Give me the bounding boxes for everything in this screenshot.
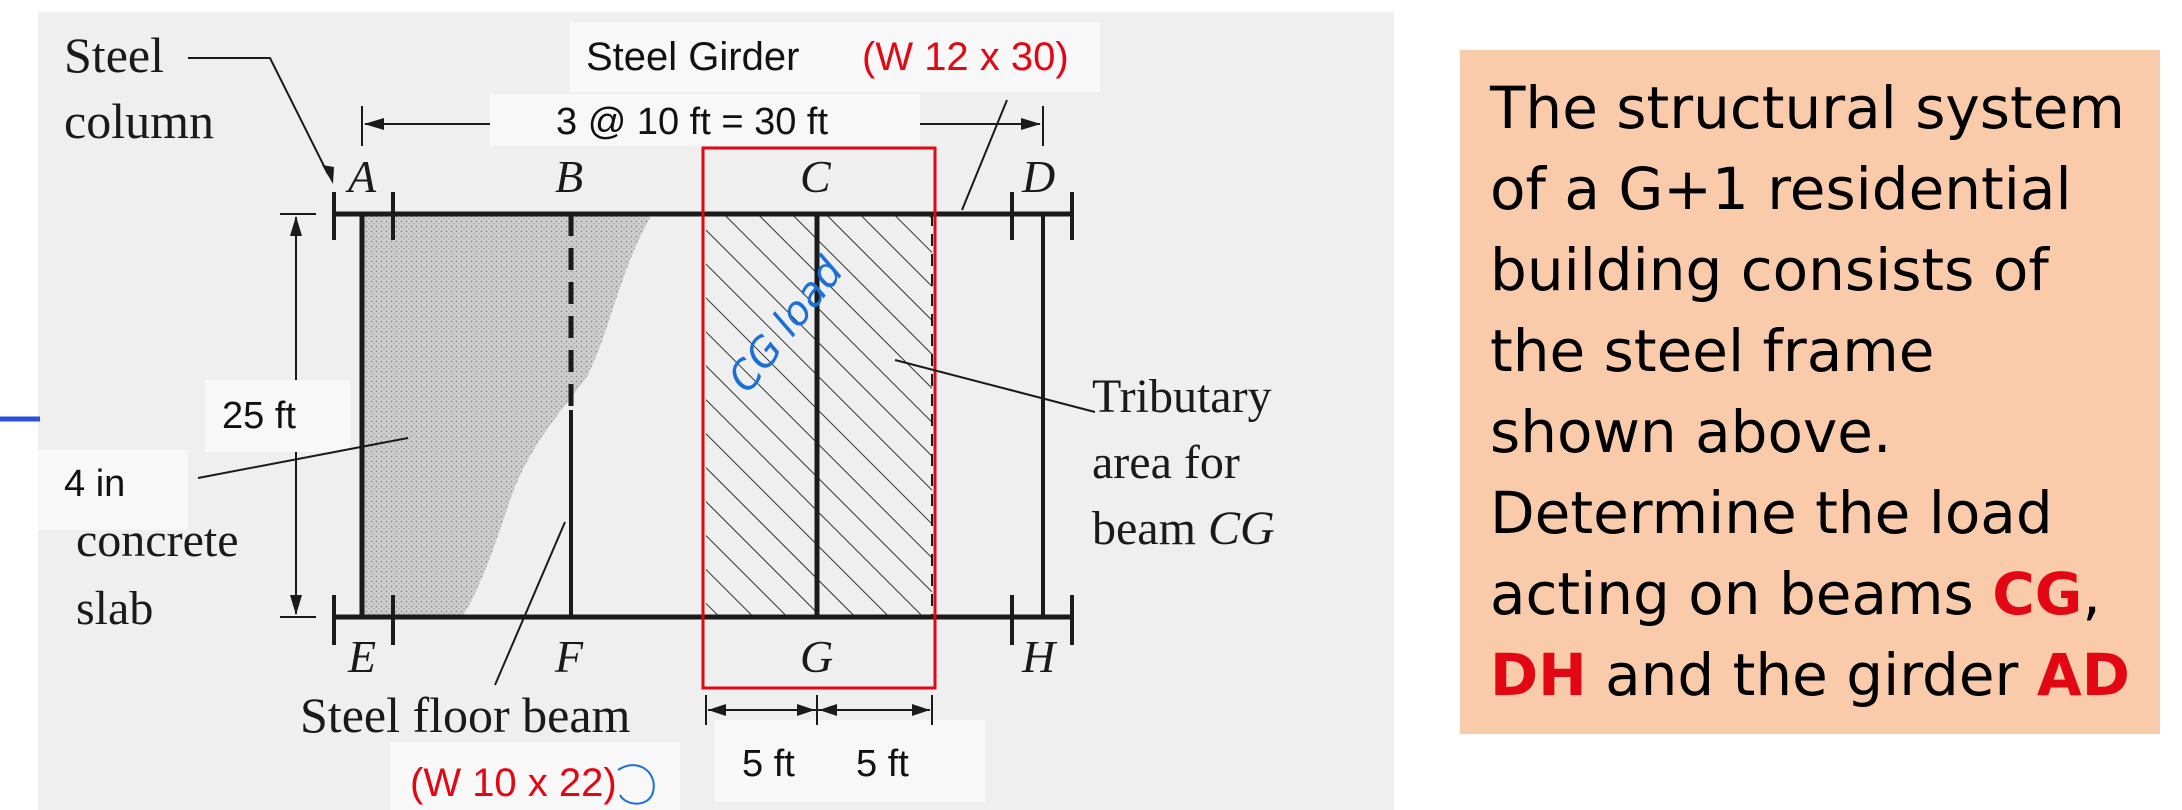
label-steel: Steel bbox=[64, 27, 164, 83]
handwritten-circle bbox=[617, 764, 655, 805]
and-the-girder-text: and the girder bbox=[1605, 641, 2019, 709]
thickness-label-patch bbox=[38, 450, 188, 530]
problem-intro: The structural system of a G+1 residenti… bbox=[1490, 74, 2125, 628]
label-girder-section: (W 12 x 30) bbox=[862, 35, 1069, 79]
comma: , bbox=[2082, 560, 2101, 628]
label-floor-beam: Steel floor beam bbox=[300, 687, 631, 743]
half-width-dimension bbox=[705, 695, 933, 725]
node-g: G bbox=[800, 631, 833, 682]
label-height: 25 ft bbox=[222, 395, 296, 437]
node-e: E bbox=[347, 631, 376, 682]
tributary-highlight-box bbox=[701, 146, 937, 690]
problem-statement-text: The structural system of a G+1 residenti… bbox=[1490, 68, 2130, 716]
label-concrete: concrete bbox=[76, 514, 239, 567]
leader-lines bbox=[188, 57, 1096, 686]
node-d: D bbox=[1021, 151, 1055, 202]
span-dimension bbox=[361, 106, 1044, 146]
label-tributary-1: Tributary bbox=[1092, 370, 1272, 423]
label-tributary-2: area for bbox=[1092, 436, 1240, 489]
label-steel-girder: Steel Girder bbox=[586, 35, 799, 79]
height-label-patch bbox=[205, 380, 350, 452]
label-beam-section: (W 10 x 22) bbox=[410, 761, 617, 805]
node-f: F bbox=[554, 631, 584, 682]
beam-section-patch bbox=[390, 742, 680, 810]
label-half-width-right: 5 ft bbox=[856, 743, 909, 785]
girder-ad-highlight: AD bbox=[2036, 641, 2130, 709]
framing-plan-diagram: CG load Steel column A B C D E F G H con… bbox=[0, 12, 1394, 810]
beam-dh-highlight: DH bbox=[1490, 641, 1587, 709]
height-dimension bbox=[280, 213, 316, 618]
girder-label-patch bbox=[570, 22, 1100, 92]
node-a: A bbox=[345, 151, 377, 202]
beam-cg-highlight: CG bbox=[1992, 560, 2083, 628]
label-column: column bbox=[64, 93, 214, 149]
concrete-slab-region bbox=[362, 214, 652, 617]
node-c: C bbox=[800, 151, 832, 202]
label-slab: slab bbox=[76, 582, 153, 635]
label-span: 3 @ 10 ft = 30 ft bbox=[556, 101, 828, 143]
column-arrowhead bbox=[322, 165, 334, 184]
span-label-patch bbox=[490, 94, 920, 146]
column-markers bbox=[332, 192, 1074, 645]
label-slab-thickness: 4 in bbox=[64, 463, 125, 505]
width-label-patch bbox=[715, 720, 985, 802]
problem-statement-box: The structural system of a G+1 residenti… bbox=[1460, 50, 2160, 734]
label-half-width-left: 5 ft bbox=[742, 743, 795, 785]
node-b: B bbox=[555, 151, 583, 202]
node-h: H bbox=[1021, 631, 1058, 682]
